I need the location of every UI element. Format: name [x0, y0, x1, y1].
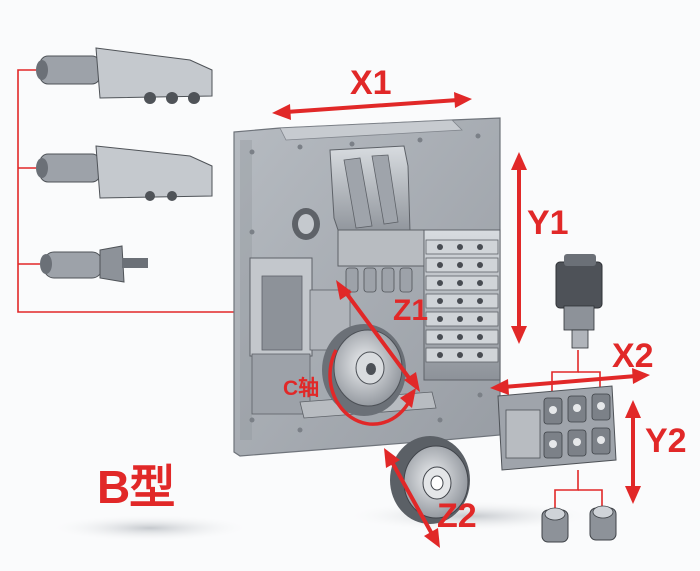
tool-option-collet-bottom-2	[589, 505, 617, 541]
floor-shadow	[45, 514, 255, 542]
sub-spindle	[390, 436, 470, 524]
secondary-tool-block	[497, 385, 617, 471]
c-axis-arrowhead	[400, 388, 416, 408]
main-spindle	[322, 324, 406, 416]
tool-cylinders	[345, 267, 413, 293]
axis-label-c: C轴	[283, 377, 320, 400]
power-tool-motor	[555, 254, 603, 349]
axis-label-z2: Z2	[437, 497, 477, 535]
axis-label-y1: Y1	[527, 204, 569, 242]
model-label: B型	[97, 461, 175, 513]
c-axis-rotation-arrow	[328, 349, 412, 426]
axis-label-y2: Y2	[645, 422, 687, 460]
tool-option-collet-bottom-1	[541, 507, 569, 543]
tool-option-angled-head-1	[36, 47, 213, 104]
axis-label-x1: X1	[350, 64, 392, 102]
tool-option-angled-head-2	[36, 145, 213, 201]
gang-tool-post	[423, 229, 501, 381]
tool-option-collet-holder	[40, 245, 148, 283]
axis-label-x2: X2	[612, 337, 654, 375]
axis-label-z1: Z1	[393, 294, 429, 327]
motor-pulley	[292, 208, 320, 240]
top-carriage	[329, 145, 439, 267]
axis-arrows	[272, 92, 650, 548]
